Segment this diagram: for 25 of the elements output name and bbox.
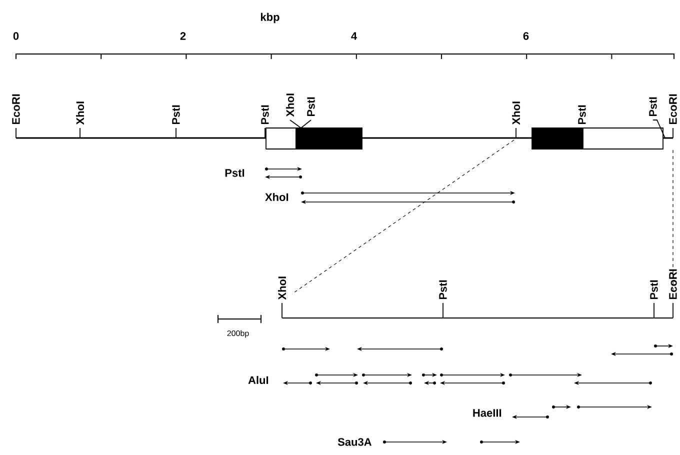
site-label: PstI — [172, 105, 180, 124]
tick-label: 2 — [180, 32, 186, 40]
axis-label: kbp — [261, 12, 280, 24]
site-label: XhoI — [278, 276, 286, 300]
site-label: PstI — [650, 280, 658, 300]
enzyme-label: PstI — [225, 169, 244, 177]
site-label: EcoRI — [12, 94, 20, 124]
scale-bar-label: 200bp — [227, 330, 249, 338]
site-label: EcoRI — [669, 94, 677, 124]
site-label: EcoRI — [669, 269, 677, 300]
site-label: XhoI — [286, 94, 294, 117]
enzyme-label: AluI — [248, 376, 268, 384]
site-label: PstI — [439, 280, 447, 300]
site-label: PstI — [261, 105, 269, 124]
tick-label: 6 — [523, 32, 529, 40]
site-label: XhoI — [76, 102, 84, 125]
enzyme-label: HaeIII — [473, 409, 502, 417]
enzyme-label: XhoI — [265, 192, 288, 202]
site-label: PstI — [649, 97, 657, 116]
enzyme-label: Sau3A — [338, 438, 372, 446]
site-label: PstI — [578, 105, 586, 124]
site-label: PstI — [307, 97, 315, 116]
tick-label: 0 — [13, 32, 19, 40]
site-label: XhoI — [512, 102, 520, 125]
tick-label: 4 — [351, 32, 357, 40]
